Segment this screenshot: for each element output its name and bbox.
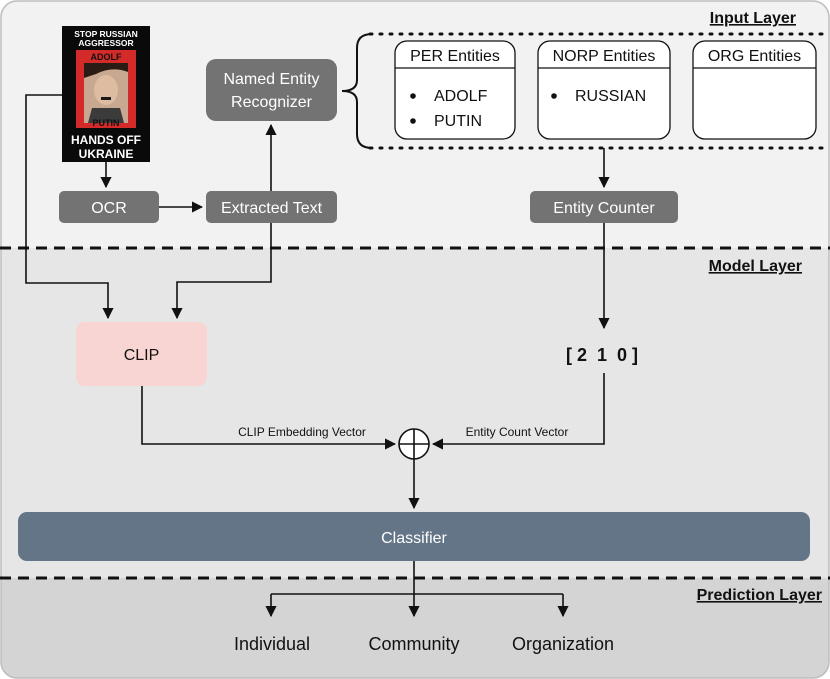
text-to-clip-arrow [171,223,272,320]
ner-label-line1: Named Entity [223,71,319,88]
clip-node [76,322,207,386]
classifier-node [18,512,810,561]
per-entities-box [394,40,516,140]
concat-operator-icon [398,428,430,460]
vector-to-concat-arrow [431,373,605,450]
entity-count-vector: [ 2 1 0 ] [566,345,638,365]
norp-entity-item: RUSSIAN [575,88,646,105]
org-entities-box [692,40,817,140]
meme-image: STOP RUSSIAN AGGRESSOR ADOLF PUTIN HANDS… [62,26,150,162]
norp-bullet-1 [551,93,557,99]
per-entity-item: ADOLF [434,88,488,105]
meme-top-line2: AGGRESSOR [78,38,133,48]
meme-name2: PUTIN [93,118,120,128]
meme-to-clip-arrow [25,94,114,320]
connectors [25,94,610,618]
input-layer-title: Input Layer [710,10,796,27]
classifier-label: Classifier [381,530,447,547]
entities-brace [341,33,373,149]
norp-entities-box [537,40,671,140]
ocr-node [59,191,159,223]
per-entity-item: PUTIN [434,113,482,130]
norp-entities-title: NORP Entities [553,48,656,65]
per-entities-title: PER Entities [410,48,500,65]
entity-counter-label: Entity Counter [553,200,655,217]
extracted-text-node [206,191,337,223]
clip-embedding-label: CLIP Embedding Vector [238,425,366,439]
meme-bottom-line2: UKRAINE [79,147,134,161]
meme-top-line1: STOP RUSSIAN [74,29,137,39]
ner-label-line2: Recognizer [231,94,313,111]
per-bullet-2 [410,118,416,124]
ner-node [206,59,337,121]
org-entities-title: ORG Entities [708,48,801,65]
output-organization: Organization [512,634,614,654]
entity-count-label: Entity Count Vector [466,425,569,439]
meme-bottom-line1: HANDS OFF [71,133,141,147]
output-community: Community [368,634,459,654]
ocr-label: OCR [91,200,127,217]
meme-name1: ADOLF [91,52,122,62]
prediction-layer-title: Prediction Layer [697,587,822,604]
model-layer-title: Model Layer [709,258,802,275]
per-bullet-1 [410,93,416,99]
extracted-text-label: Extracted Text [221,200,323,217]
clip-to-concat-arrow [141,386,397,450]
clip-label: CLIP [124,347,160,364]
output-individual: Individual [234,634,310,654]
entity-counter-node [530,191,678,223]
